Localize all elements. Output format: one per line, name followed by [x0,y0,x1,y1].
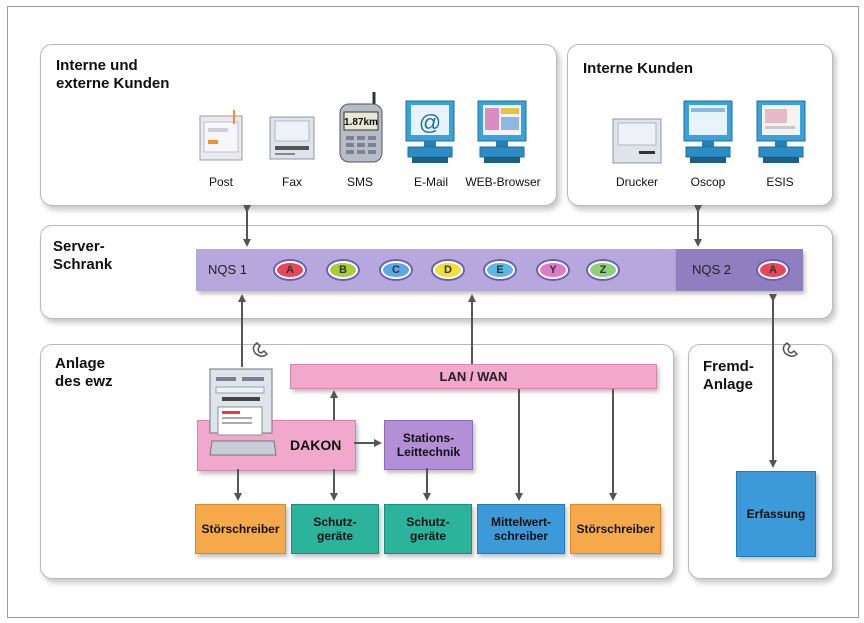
node-y: Y [536,259,570,281]
node-d-label: D [435,263,461,277]
node-c-label: C [383,263,409,277]
node-d: D [431,259,465,281]
node-nqs2-a: A [756,259,790,281]
stoerschreiber-box-1: Störschreiber [195,504,286,554]
node-b: B [326,259,360,281]
stoerschreiber-box-2: Störschreiber [570,504,661,554]
mobile-phone-icon: 1.87km [336,92,386,164]
device-label-post: Post [208,175,233,189]
device-label-oscop: Oscop [690,175,726,189]
device-label-web-browser: WEB-Browser [465,175,541,189]
node-a-label: A [277,263,303,277]
svg-text:1.87km: 1.87km [344,117,378,128]
node-y-label: Y [540,263,566,277]
device-label-email: E-Mail [413,175,448,189]
computer-terminal-icon [208,367,278,459]
mittelwertschreiber-box: Mittelwert- schreiber [477,504,565,554]
node-c: C [379,259,413,281]
nqs1-label: NQS 1 [208,262,248,277]
web-monitor-icon [476,99,528,165]
node-z: Z [586,259,620,281]
schutzgeraete-box-2: Schutz- geräte [384,504,472,554]
fax-icon [267,113,317,163]
diagram-frame [7,6,859,618]
phone-line-icon-1 [252,342,269,357]
lan-wan-bar [290,364,657,389]
node-a: A [273,259,307,281]
esis-monitor-icon [755,99,807,165]
device-label-drucker: Drucker [615,175,658,189]
node-z-label: Z [590,263,616,277]
stations-leittechnik-box: Stations- Leittechnik [384,420,473,470]
printer-icon [611,117,663,165]
node-e: E [483,259,517,281]
node-b-label: B [330,263,356,277]
dakon-label: DAKON [290,437,342,453]
server-cabinet-title: Server- Schrank [53,238,113,273]
email-monitor-icon: @ [404,99,456,165]
node-e-label: E [487,263,513,277]
device-label-sms: SMS [346,175,373,189]
letterbox-icon [198,110,244,162]
oscop-monitor-icon [682,99,734,165]
external-customers-panel [40,44,557,206]
node-nqs2-a-label: A [760,263,786,277]
lan-wan-label: LAN / WAN [439,369,508,384]
third-party-plant-title: Fremd- Anlage [703,358,754,393]
erfassung-box: Erfassung [736,471,816,557]
device-label-esis: ESIS [766,175,794,189]
nqs2-label: NQS 2 [692,262,732,277]
phone-line-icon-2 [782,342,799,357]
external-customers-title: Interne und externe Kunden [56,57,170,92]
internal-customers-title: Interne Kunden [583,60,694,77]
svg-text:@: @ [419,110,441,135]
device-label-fax: Fax [281,175,302,189]
ewz-plant-title: Anlage des ewz [55,355,113,390]
schutzgeraete-box-1: Schutz- geräte [291,504,379,554]
